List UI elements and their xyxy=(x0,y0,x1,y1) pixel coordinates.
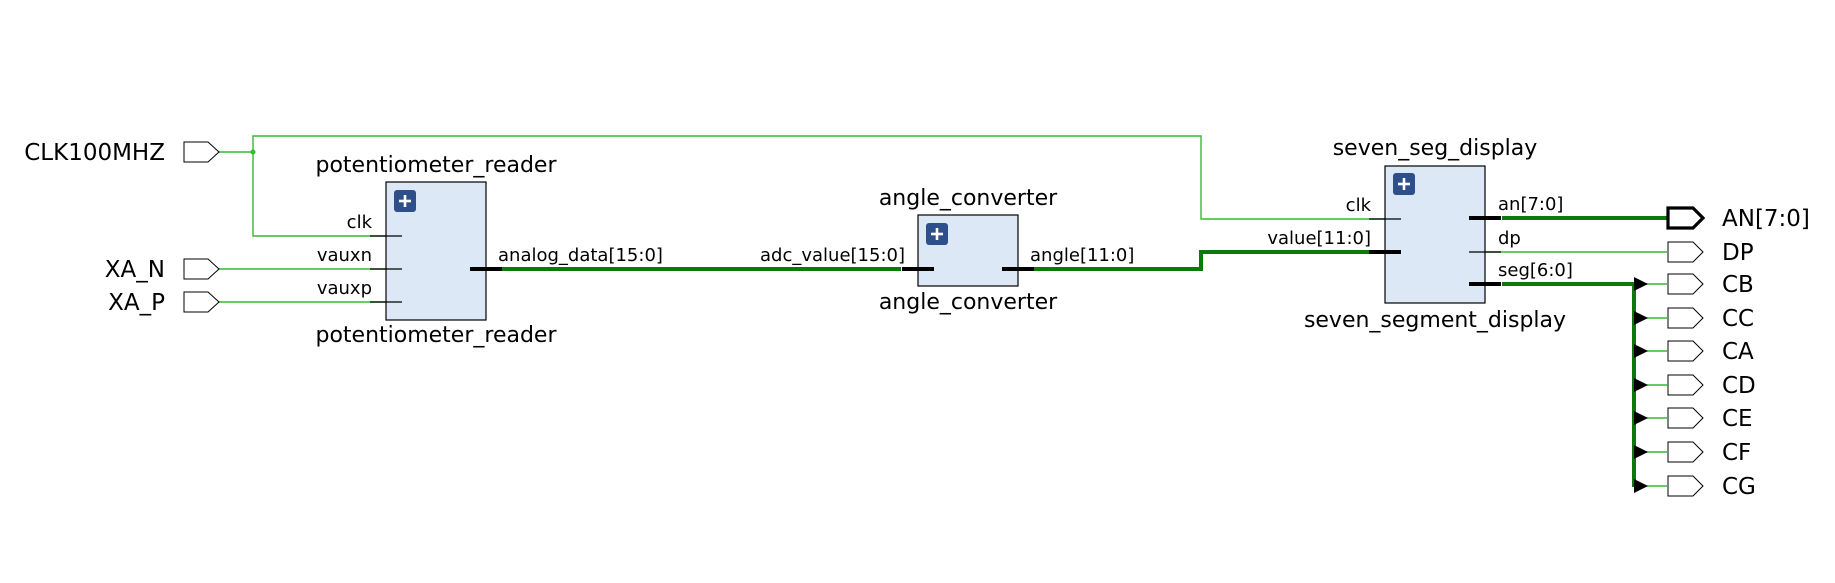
pin-label-adc-value: adc_value[15:0] xyxy=(760,245,905,266)
port-label-ce: CE xyxy=(1722,406,1753,432)
instance-name-seven-seg-display: seven_seg_display xyxy=(1333,136,1538,161)
port-label-dp: DP xyxy=(1722,240,1754,266)
port-label-cc: CC xyxy=(1722,306,1754,332)
expand-icon[interactable] xyxy=(1393,173,1415,195)
instance-name-potentiometer-reader: potentiometer_reader xyxy=(315,153,557,178)
port-cd-icon[interactable] xyxy=(1667,374,1704,396)
pin-label-analog-data: analog_data[15:0] xyxy=(498,245,663,266)
port-label-xa-p: XA_P xyxy=(108,290,165,316)
port-label-clk100mhz: CLK100MHZ xyxy=(24,140,165,166)
module-name-seven-segment-display: seven_segment_display xyxy=(1304,308,1566,333)
pin-label-angle: angle[11:0] xyxy=(1030,245,1134,266)
net-clk[interactable] xyxy=(187,151,400,237)
bus-ripper-triangle-icon xyxy=(1634,411,1648,425)
instance-name-angle-converter: angle_converter xyxy=(879,186,1058,211)
port-ce-icon[interactable] xyxy=(1667,407,1704,429)
block-angle-converter[interactable]: angle_converter adc_value[15:0] angle[11… xyxy=(760,186,1134,315)
block-seven-seg-display[interactable]: seven_seg_display clk value[11:0] an[7:0… xyxy=(1267,136,1573,333)
port-cb-icon[interactable] xyxy=(1667,273,1704,295)
pin-label-an: an[7:0] xyxy=(1498,194,1563,215)
bus-ripper-triangle-icon xyxy=(1634,445,1648,459)
pin-label-vauxn: vauxn xyxy=(317,245,372,266)
pin-label-clk: clk xyxy=(1346,195,1372,216)
port-label-xa-n: XA_N xyxy=(105,257,165,283)
port-xa-n-icon[interactable] xyxy=(183,258,220,280)
block-potentiometer-reader[interactable]: potentiometer_reader clk vauxn vauxp ana… xyxy=(315,153,662,348)
input-ports: CLK100MHZ XA_N XA_P xyxy=(24,140,220,316)
pin-label-clk: clk xyxy=(347,212,373,233)
net-clk-branch[interactable] xyxy=(252,135,1385,220)
port-cg-icon[interactable] xyxy=(1667,475,1704,497)
bus-ripper-triangle-icon xyxy=(1634,344,1648,358)
port-an-icon[interactable] xyxy=(1666,206,1706,230)
bus-rippers xyxy=(1634,277,1648,493)
port-clk100mhz-icon[interactable] xyxy=(183,141,220,163)
bus-ripper-triangle-icon xyxy=(1634,277,1648,291)
pin-label-dp: dp xyxy=(1498,228,1521,249)
net-junction xyxy=(250,149,256,155)
module-name-angle-converter: angle_converter xyxy=(879,290,1058,315)
bus-ripper-triangle-icon xyxy=(1634,378,1648,392)
bus-ripper-triangle-icon xyxy=(1634,479,1648,493)
port-label-cb: CB xyxy=(1722,272,1754,298)
port-label-an: AN[7:0] xyxy=(1722,206,1810,232)
pin-label-value: value[11:0] xyxy=(1267,228,1371,249)
port-cf-icon[interactable] xyxy=(1667,441,1704,463)
port-label-cd: CD xyxy=(1722,373,1756,399)
pin-label-vauxp: vauxp xyxy=(317,278,372,299)
port-cc-icon[interactable] xyxy=(1667,307,1704,329)
port-dp-icon[interactable] xyxy=(1667,241,1704,263)
pin-label-seg: seg[6:0] xyxy=(1498,260,1573,281)
expand-icon[interactable] xyxy=(926,223,948,245)
module-name-potentiometer-reader: potentiometer_reader xyxy=(315,323,557,348)
output-ports: AN[7:0] DP CB CC CA CD CE CF CG xyxy=(1634,206,1810,500)
port-label-cg: CG xyxy=(1722,474,1756,500)
expand-icon[interactable] xyxy=(394,190,416,212)
port-label-cf: CF xyxy=(1722,440,1751,466)
bus-angle[interactable] xyxy=(1034,250,1369,271)
port-ca-icon[interactable] xyxy=(1667,340,1704,362)
port-label-ca: CA xyxy=(1722,339,1754,365)
port-xa-p-icon[interactable] xyxy=(183,291,220,313)
bus-ripper-triangle-icon xyxy=(1634,311,1648,325)
